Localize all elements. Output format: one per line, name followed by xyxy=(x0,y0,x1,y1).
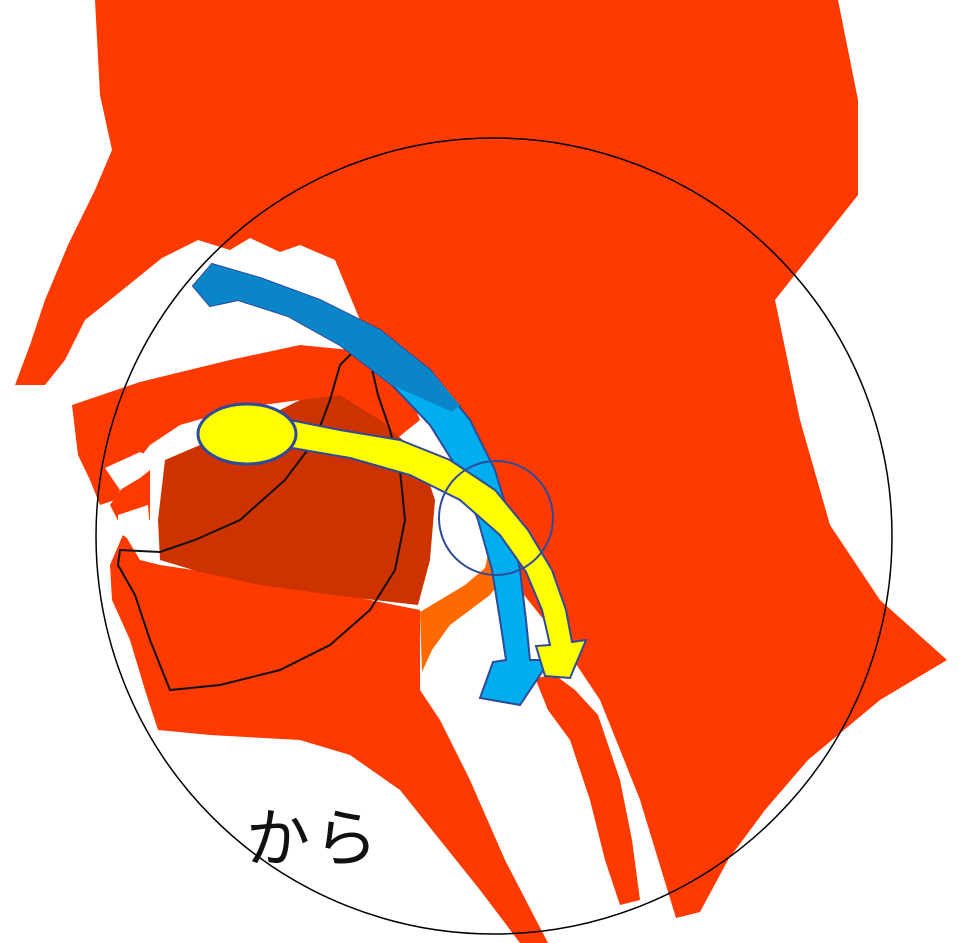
food-bolus xyxy=(198,404,296,464)
caption-text: から xyxy=(246,808,382,872)
